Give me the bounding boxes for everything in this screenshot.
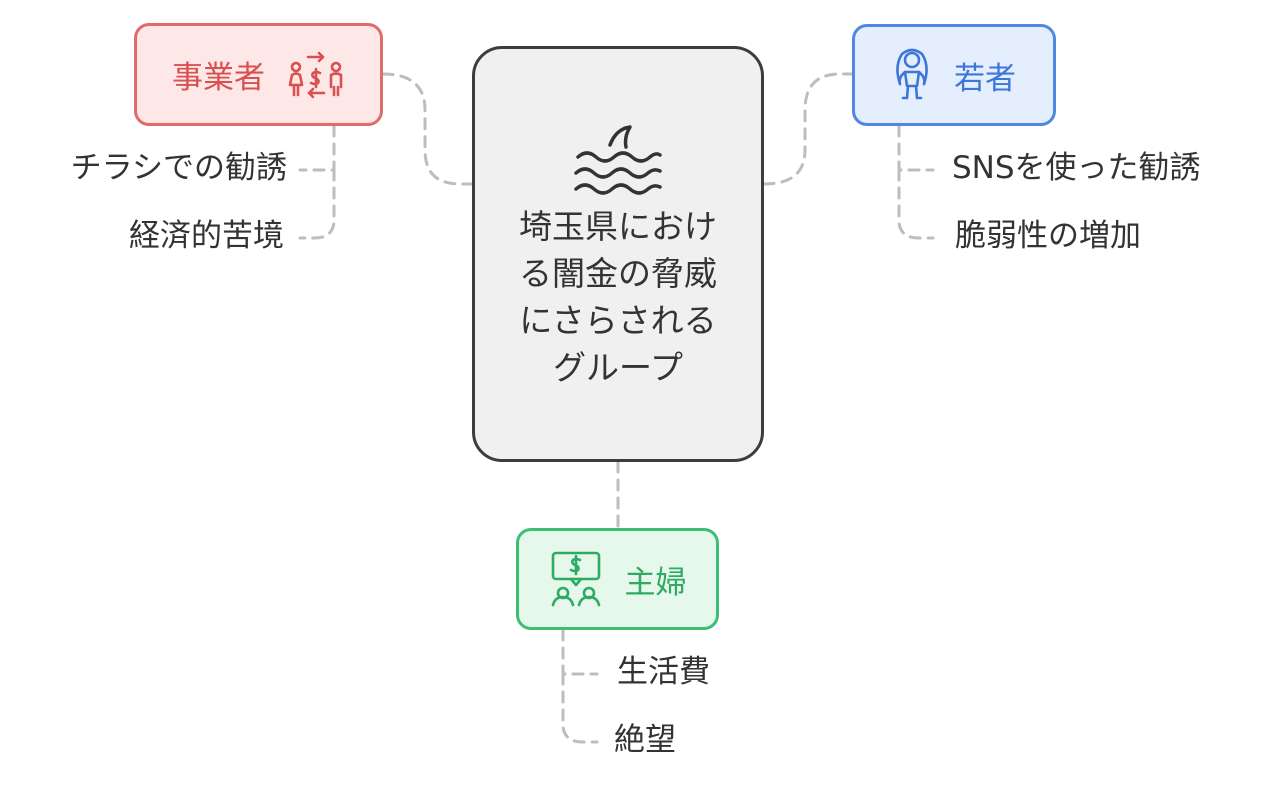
person-jump-rope-icon — [896, 48, 928, 100]
group-node-youth: 若者 — [852, 24, 1056, 126]
leaf-youth-increased-vulnerability: 脆弱性の増加 — [955, 218, 1141, 254]
connector-business-economic — [298, 168, 336, 240]
leaf-housewife-despair: 絶望 — [614, 722, 676, 758]
shark-fin-waves-icon — [574, 125, 662, 195]
connector-housewife-living — [561, 628, 599, 676]
group-label-business: 事業者 — [172, 60, 265, 96]
group-label-housewife: 主婦 — [624, 564, 687, 601]
leaf-business-flyer-solicitation: チラシでの勧誘 — [70, 150, 287, 186]
money-chat-people-icon — [551, 551, 600, 607]
group-label-youth: 若者 — [954, 60, 1016, 97]
connector-center-youth — [762, 72, 854, 186]
center-node-label: 埼玉県における闇金の脅威にさらされるグループ — [519, 207, 717, 387]
leaf-housewife-living-expenses: 生活費 — [617, 654, 710, 690]
center-node: 埼玉県における闇金の脅威にさらされるグループ — [472, 46, 764, 462]
leaf-business-economic-hardship: 経済的苦境 — [129, 218, 284, 254]
group-node-business: 事業者 — [134, 23, 383, 126]
people-money-exchange-icon — [288, 51, 343, 98]
connector-youth-sns — [897, 124, 935, 172]
group-node-housewife: 主婦 — [516, 528, 719, 630]
connector-business-flyer — [298, 124, 336, 172]
connector-housewife-despair — [561, 672, 599, 744]
connector-youth-vulnerable — [897, 168, 935, 240]
connector-center-business — [381, 72, 474, 186]
leaf-youth-sns-solicitation: SNSを使った勧誘 — [952, 150, 1201, 186]
